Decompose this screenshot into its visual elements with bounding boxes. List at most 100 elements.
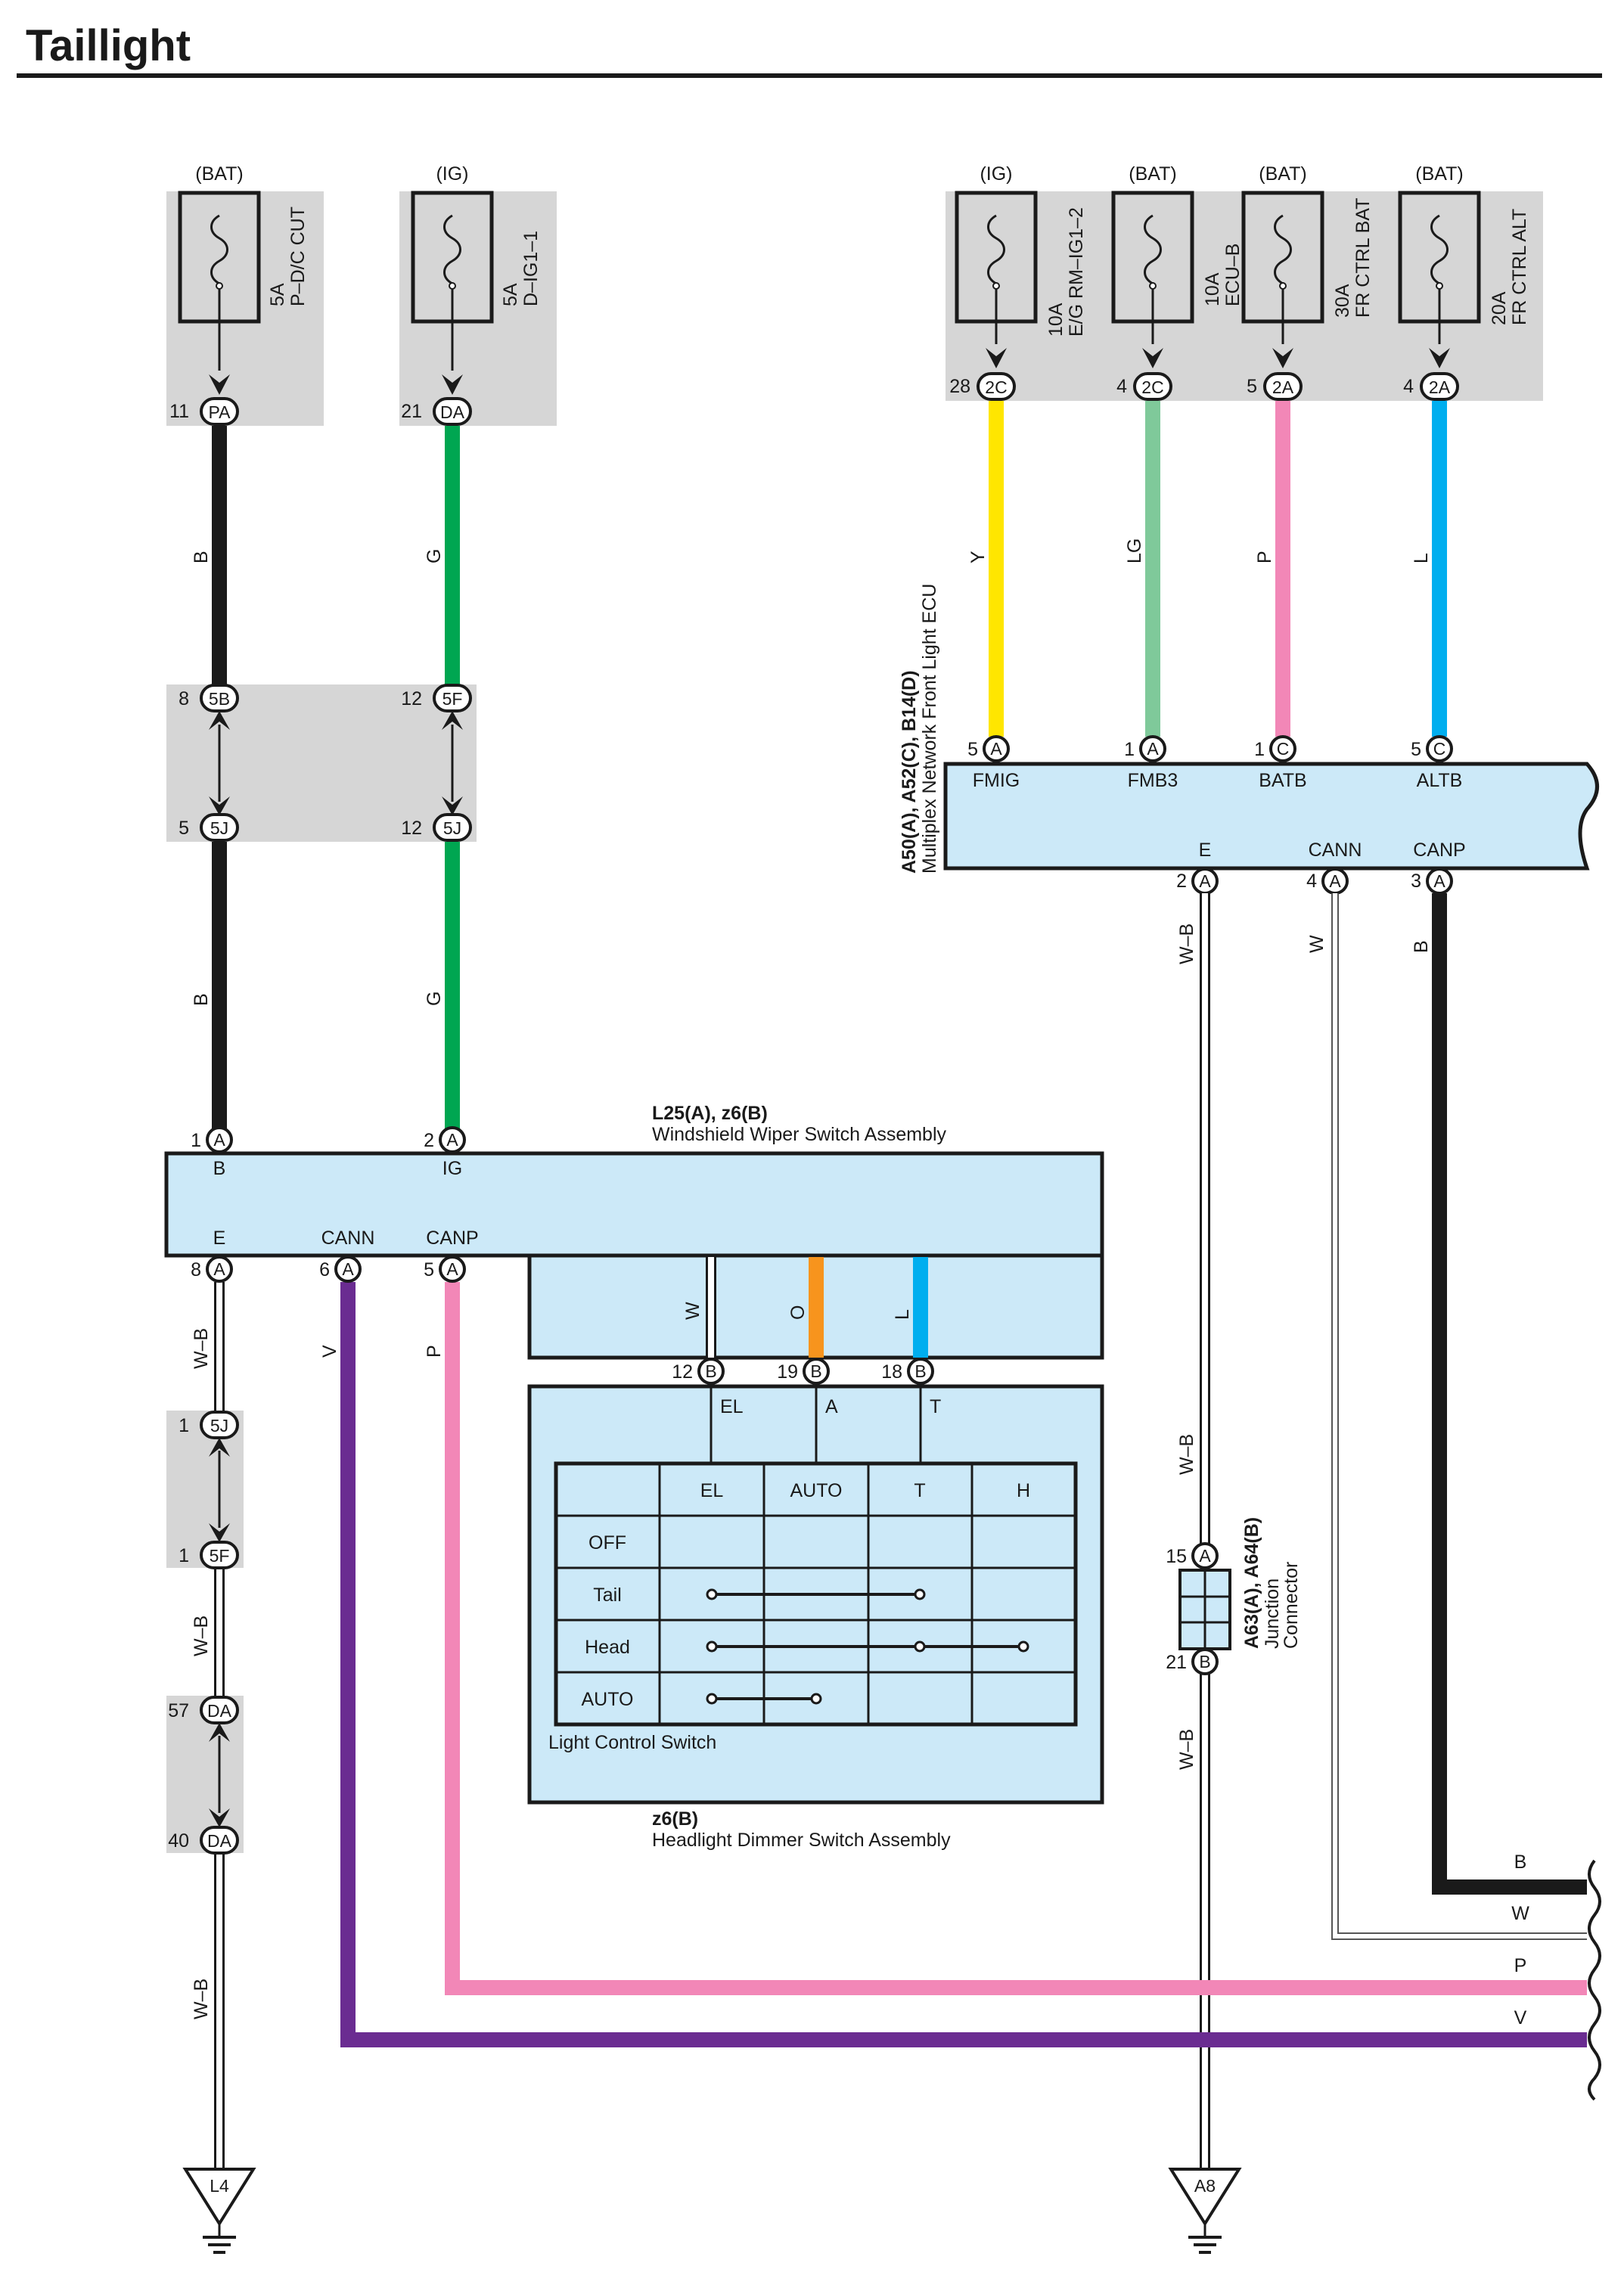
svg-text:B: B: [213, 1158, 226, 1179]
wire-label: W–B: [1176, 1729, 1197, 1770]
pin-number: 28: [949, 376, 970, 397]
fuse-source: (BAT): [1129, 163, 1176, 185]
svg-text:Junction: Junction: [1262, 1578, 1283, 1649]
fuse-element-icon: [1144, 214, 1162, 285]
svg-text:5B: 5B: [209, 689, 230, 709]
light-control-switch-table: EL AUTO T H OFF Tail Head AUTO: [554, 1461, 1078, 1727]
svg-text:BATB: BATB: [1259, 770, 1306, 791]
fuse-name: FR CTRL ALT: [1509, 209, 1530, 325]
wire-label: W: [682, 1302, 703, 1320]
junction-da-da: 57 DA 40 DA: [168, 1696, 239, 1855]
pin-number: 21: [401, 401, 422, 422]
svg-text:40: 40: [168, 1830, 189, 1852]
svg-text:B: B: [914, 1361, 926, 1381]
table-caption: Light Control Switch: [548, 1732, 716, 1753]
wire-label: W–B: [191, 1616, 212, 1656]
svg-text:4: 4: [1306, 871, 1317, 892]
ecu-code: A50(A), A52(C), B14(D): [899, 670, 920, 874]
dimmer-name: Headlight Dimmer Switch Assembly: [652, 1830, 951, 1851]
junction-connector: 15 A 21 B A63(A), A64(B) Junction Connec…: [1166, 1517, 1302, 1675]
arrow-down-icon: [442, 796, 463, 815]
fuse-dig: (IG) 5A D–IG1–1 21 DA: [401, 163, 542, 426]
fuse-element-icon: [210, 214, 228, 285]
svg-text:18: 18: [881, 1361, 902, 1383]
wire-label: Y: [967, 551, 989, 563]
table-row-label: AUTO: [582, 1689, 634, 1710]
svg-text:12: 12: [672, 1361, 693, 1383]
svg-text:5F: 5F: [442, 689, 463, 709]
table-header: T: [914, 1480, 925, 1501]
fuse-source: (IG): [436, 163, 468, 185]
svg-text:5: 5: [1411, 739, 1421, 760]
svg-text:E: E: [213, 1228, 226, 1249]
wire-end-label: V: [1514, 2007, 1527, 2028]
svg-text:B: B: [705, 1361, 716, 1381]
svg-text:T: T: [930, 1396, 941, 1417]
ecu-box: [943, 762, 1599, 871]
fuse-element-icon: [1430, 214, 1449, 285]
headlight-dimmer-switch-assembly: z6(B) Headlight Dimmer Switch Assembly E…: [527, 1384, 1104, 1851]
wire-label: L: [1411, 553, 1432, 563]
wire-label: W–B: [191, 1328, 212, 1369]
svg-text:A: A: [342, 1259, 354, 1279]
fuse-element-icon: [987, 214, 1005, 285]
fuse-block-pdc-shade: [166, 191, 324, 426]
wire-label: L: [892, 1309, 913, 1320]
svg-text:1: 1: [1124, 739, 1135, 760]
wire-label: P: [1254, 551, 1275, 563]
pin-number: 11: [169, 401, 189, 422]
wire-end-label: P: [1514, 1955, 1527, 1976]
arrow-down-icon: [1272, 348, 1293, 368]
fuse-fralt: (BAT) 20A FR CTRL ALT 4 2A: [1398, 163, 1530, 401]
svg-text:57: 57: [168, 1700, 189, 1721]
svg-text:12: 12: [401, 688, 422, 709]
wire-p2: [445, 1282, 1587, 1995]
wire-label: LG: [1124, 539, 1145, 563]
fuse-frbat: (BAT) 30A FR CTRL BAT 5 2A: [1241, 163, 1374, 401]
svg-text:DA: DA: [207, 1831, 232, 1851]
ecu-input-wires: Y LG P L: [967, 401, 1447, 737]
wire-v: [340, 1282, 1587, 2047]
left-wires: B B G G: [191, 426, 460, 1128]
fuse-name: FR CTRL BAT: [1352, 198, 1374, 318]
connector-code: DA: [440, 402, 465, 422]
arrow-up-icon: [442, 711, 463, 730]
svg-text:C: C: [1433, 739, 1446, 759]
can-wires-left: V P: [319, 1282, 1587, 2047]
svg-text:19: 19: [777, 1361, 798, 1383]
table-row-label: Tail: [593, 1585, 622, 1606]
svg-text:CANP: CANP: [1413, 840, 1465, 861]
ecu-name: Multiplex Network Front Light ECU: [919, 584, 940, 874]
svg-text:A: A: [1147, 739, 1159, 759]
svg-text:12: 12: [401, 818, 422, 839]
svg-text:C: C: [1277, 739, 1290, 759]
wire-label: B: [191, 551, 212, 563]
svg-text:B: B: [810, 1361, 821, 1381]
fuse-source: (BAT): [195, 163, 243, 185]
svg-text:A: A: [446, 1130, 458, 1150]
fuse-rating: 10A: [1202, 272, 1223, 306]
connector-code: 2C: [1141, 377, 1163, 397]
svg-text:15: 15: [1166, 1546, 1187, 1567]
svg-text:1: 1: [179, 1415, 189, 1436]
table-header: EL: [700, 1480, 724, 1501]
arrow-down-icon: [209, 1808, 230, 1827]
svg-text:FMB3: FMB3: [1128, 770, 1178, 791]
svg-text:5: 5: [424, 1259, 434, 1280]
fuse-rating: 20A: [1489, 291, 1510, 325]
svg-text:A: A: [1329, 871, 1341, 891]
left-ground-wire: W–B W–B W–B: [191, 1282, 225, 2178]
wire-label: W–B: [191, 1979, 212, 2019]
fuse-element-icon: [1274, 214, 1292, 285]
svg-text:A: A: [1199, 1546, 1211, 1566]
junction-5j-5f: 1 5J 1 5F: [179, 1411, 239, 1569]
svg-text:1: 1: [1254, 739, 1265, 760]
svg-text:2: 2: [424, 1130, 434, 1151]
windshield-wiper-switch-assembly: L25(A), z6(B) Windshield Wiper Switch As…: [164, 1103, 1104, 1385]
svg-text:8: 8: [179, 688, 189, 709]
fuse-element-icon: [443, 214, 461, 285]
wire-label: W–B: [1176, 923, 1197, 964]
fuse-source: (BAT): [1259, 163, 1306, 185]
arrow-down-icon: [209, 1523, 230, 1542]
svg-text:5J: 5J: [210, 1416, 228, 1436]
